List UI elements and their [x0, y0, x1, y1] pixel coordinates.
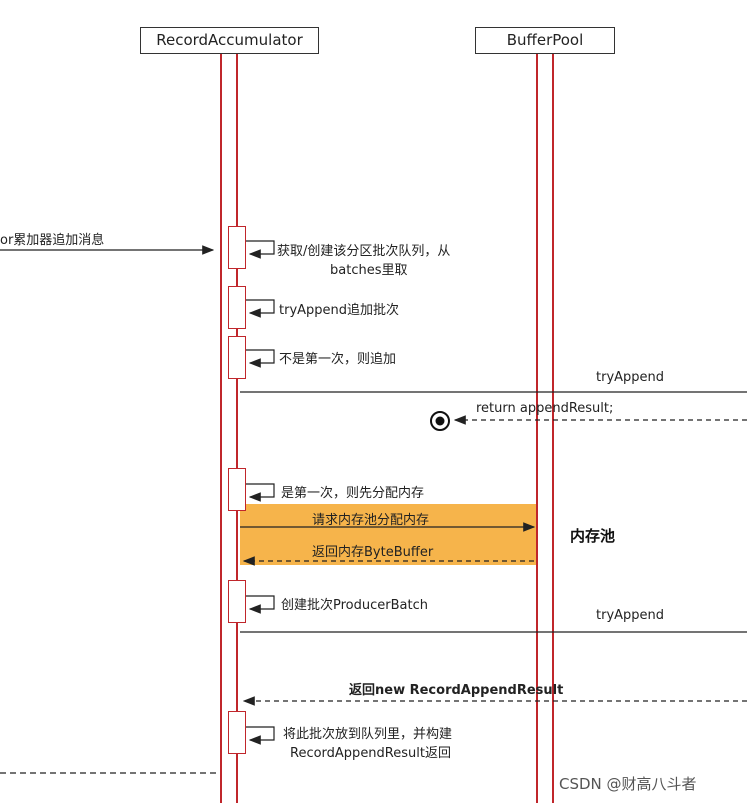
- participant-buffer-pool: BufferPool: [475, 27, 615, 54]
- participant-record-accumulator: RecordAccumulator: [140, 27, 319, 54]
- activation-get-queue: [228, 226, 246, 269]
- label-put-queue-2: RecordAppendResult返回: [290, 746, 451, 761]
- self-arrow-get-queue: [246, 240, 275, 259]
- label-try-append-2: tryAppend: [596, 608, 665, 623]
- label-create-batch: 创建批次ProducerBatch: [281, 598, 428, 613]
- lifeline-buffer-pool: [536, 54, 554, 803]
- label-not-first: 不是第一次，则追加: [279, 352, 397, 367]
- activation-try-append: [228, 286, 246, 329]
- label-get-queue-1: 获取/创建该分区批次队列，从: [277, 244, 451, 259]
- label-request-pool: 请求内存池分配内存: [312, 513, 430, 528]
- activation-not-first: [228, 336, 246, 379]
- label-try-append-1: tryAppend: [596, 370, 665, 385]
- self-arrow-create-batch: [246, 595, 275, 614]
- self-arrow-try-append: [246, 299, 275, 318]
- label-return-new-result: 返回new RecordAppendResult: [349, 683, 564, 698]
- self-arrow-first-alloc: [246, 483, 275, 502]
- activation-first-alloc: [228, 468, 246, 511]
- activation-put-queue: [228, 711, 246, 754]
- watermark: CSDN @财高八斗者: [559, 775, 697, 793]
- label-first-alloc: 是第一次，则先分配内存: [281, 486, 425, 501]
- self-arrow-put-queue: [246, 726, 275, 745]
- label-incoming: or累加器追加消息: [0, 233, 105, 248]
- activation-create-batch: [228, 580, 246, 623]
- memory-pool-highlight: [240, 504, 536, 565]
- label-put-queue-1: 将此批次放到队列里，并构建: [283, 727, 453, 742]
- label-get-queue-2: batches里取: [330, 263, 408, 278]
- memory-pool-label: 内存池: [570, 527, 616, 545]
- self-arrow-not-first: [246, 349, 275, 368]
- label-return-append-result: return appendResult;: [476, 401, 614, 416]
- label-return-bytebuffer: 返回内存ByteBuffer: [312, 545, 434, 560]
- label-try-append-self: tryAppend追加批次: [279, 303, 400, 318]
